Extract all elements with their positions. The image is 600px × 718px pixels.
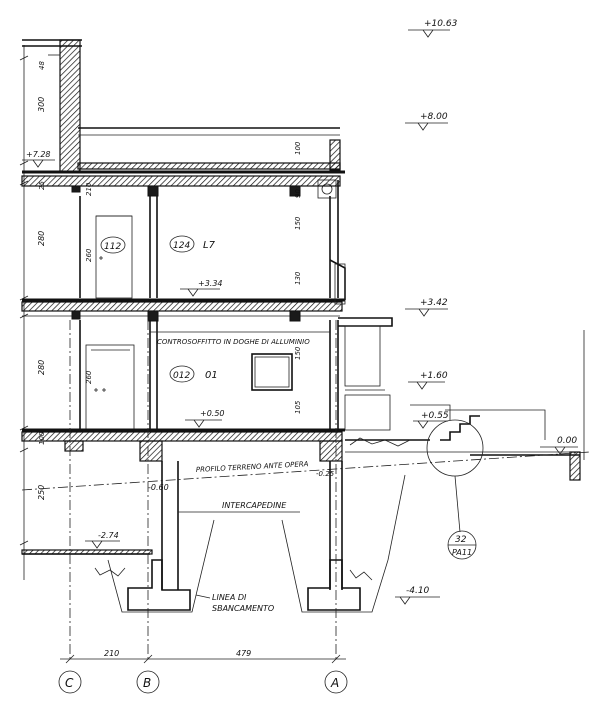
axis-b-label: B <box>143 676 151 690</box>
upper-tower <box>22 39 82 173</box>
left-dim-4: 250 <box>37 485 46 500</box>
inner-dim-1: 210 <box>85 182 93 196</box>
upper-roof <box>22 127 345 199</box>
inner-dim-7: 260 <box>85 370 93 384</box>
terrain-profile: PROFILO TERRENO ANTE OPERA <box>21 451 591 491</box>
elevation-top-label: +10.63 <box>424 19 458 29</box>
axis-a: A <box>324 670 348 694</box>
excavation-note-2: SBANCAMENTO <box>212 604 274 613</box>
elevation-marker-ground: +0.50 <box>185 409 225 428</box>
axis-c-label: C <box>65 676 74 690</box>
elevation-upper-label: +8.00 <box>420 112 448 122</box>
inner-dim-6: 90 <box>294 189 302 198</box>
floor-1 <box>21 175 341 299</box>
elevation-marker-basement: -2.74 <box>85 531 120 549</box>
room-012-label: 01 <box>205 370 218 381</box>
elevation-025-label: -0.25 <box>316 470 335 478</box>
room-124: 124 L7 <box>169 235 216 253</box>
elevation-marker-step: +0.55 <box>413 411 449 429</box>
elevation-level1-label: +3.34 <box>198 279 223 288</box>
elevation-marker-terrace: +3.42 <box>405 298 448 317</box>
slab-level-1 <box>21 298 345 322</box>
axis-lines <box>69 320 337 660</box>
callout-number: 32 <box>455 535 467 545</box>
inner-dim-2: 260 <box>85 248 93 262</box>
room-112-number: 112 <box>104 242 121 252</box>
left-dim-2: 280 <box>37 231 46 246</box>
foundations: LINEA DI SBANCAMENTO <box>94 474 406 613</box>
elevation-foundation-label: -4.10 <box>406 586 430 596</box>
dim-c-b: 210 <box>104 649 119 658</box>
dim-b-a: 479 <box>236 649 251 658</box>
elevation-060-label: -0.60 <box>148 483 169 492</box>
inner-dim-3: 150 <box>294 216 302 230</box>
axis-b: B <box>136 670 160 694</box>
elevation-ground-ext-label: +1.60 <box>420 371 448 381</box>
excavation-note-1: LINEA DI <box>212 593 247 602</box>
elevation-marker-top: +10.63 <box>408 19 458 38</box>
callout-sheet: PA11 <box>452 548 472 557</box>
inner-dim-9: 150 <box>294 346 302 360</box>
elevation-marker-ground-ext: +1.60 <box>408 371 448 390</box>
elevation-parapet-label: +7.28 <box>26 150 51 159</box>
elevation-marker-parapet: +7.28 <box>22 150 55 168</box>
left-dimension-chain: 300 280 280 250 48 25 100 <box>19 45 46 580</box>
inner-dim-5: 100 <box>294 141 302 155</box>
balcony-canopy <box>329 259 393 431</box>
room-012: 012 01 <box>169 365 218 383</box>
room-124-number: 124 <box>173 241 190 251</box>
elevation-basement-label: -2.74 <box>98 531 119 540</box>
detail-callout: 32 PA11 <box>426 419 484 560</box>
room-012-number: 012 <box>173 371 190 381</box>
bottom-dimension: 210 479 <box>60 649 346 664</box>
ground-floor <box>79 320 339 431</box>
inner-dim-4: 130 <box>294 271 302 285</box>
axis-c: C <box>58 670 82 694</box>
intercapedine-note: INTERCAPEDINE <box>222 501 287 510</box>
elevation-ground-label: +0.50 <box>200 409 225 418</box>
inner-dims-ground: 260 105 150 <box>85 346 302 414</box>
elevation-right-label: 0.00 <box>557 436 577 446</box>
elevation-marker-level1: +3.34 <box>180 279 223 297</box>
room-112: 112 <box>99 236 126 260</box>
left-dim-3: 280 <box>37 360 46 375</box>
inner-dims-floor1: 210 260 150 130 100 90 <box>85 141 302 285</box>
inner-dim-8: 105 <box>294 400 302 414</box>
elevation-marker-foundation: -4.10 <box>395 586 440 605</box>
room-124-label: L7 <box>203 240 216 251</box>
elevation-marker-right: 0.00 <box>540 436 578 455</box>
ceiling-note: CONTROSOFFITTO IN DOGHE DI ALLUMINIO <box>157 338 310 346</box>
elevation-terrace-label: +3.42 <box>420 298 448 308</box>
left-dim-1: 300 <box>37 97 46 112</box>
axis-a-label: A <box>330 676 339 690</box>
elevation-marker-upper: +8.00 <box>405 112 448 131</box>
elevation-step-label: +0.55 <box>421 411 449 421</box>
exterior-ground <box>345 404 581 481</box>
ground-slab <box>21 428 345 462</box>
left-dim-5: 48 <box>38 61 46 70</box>
